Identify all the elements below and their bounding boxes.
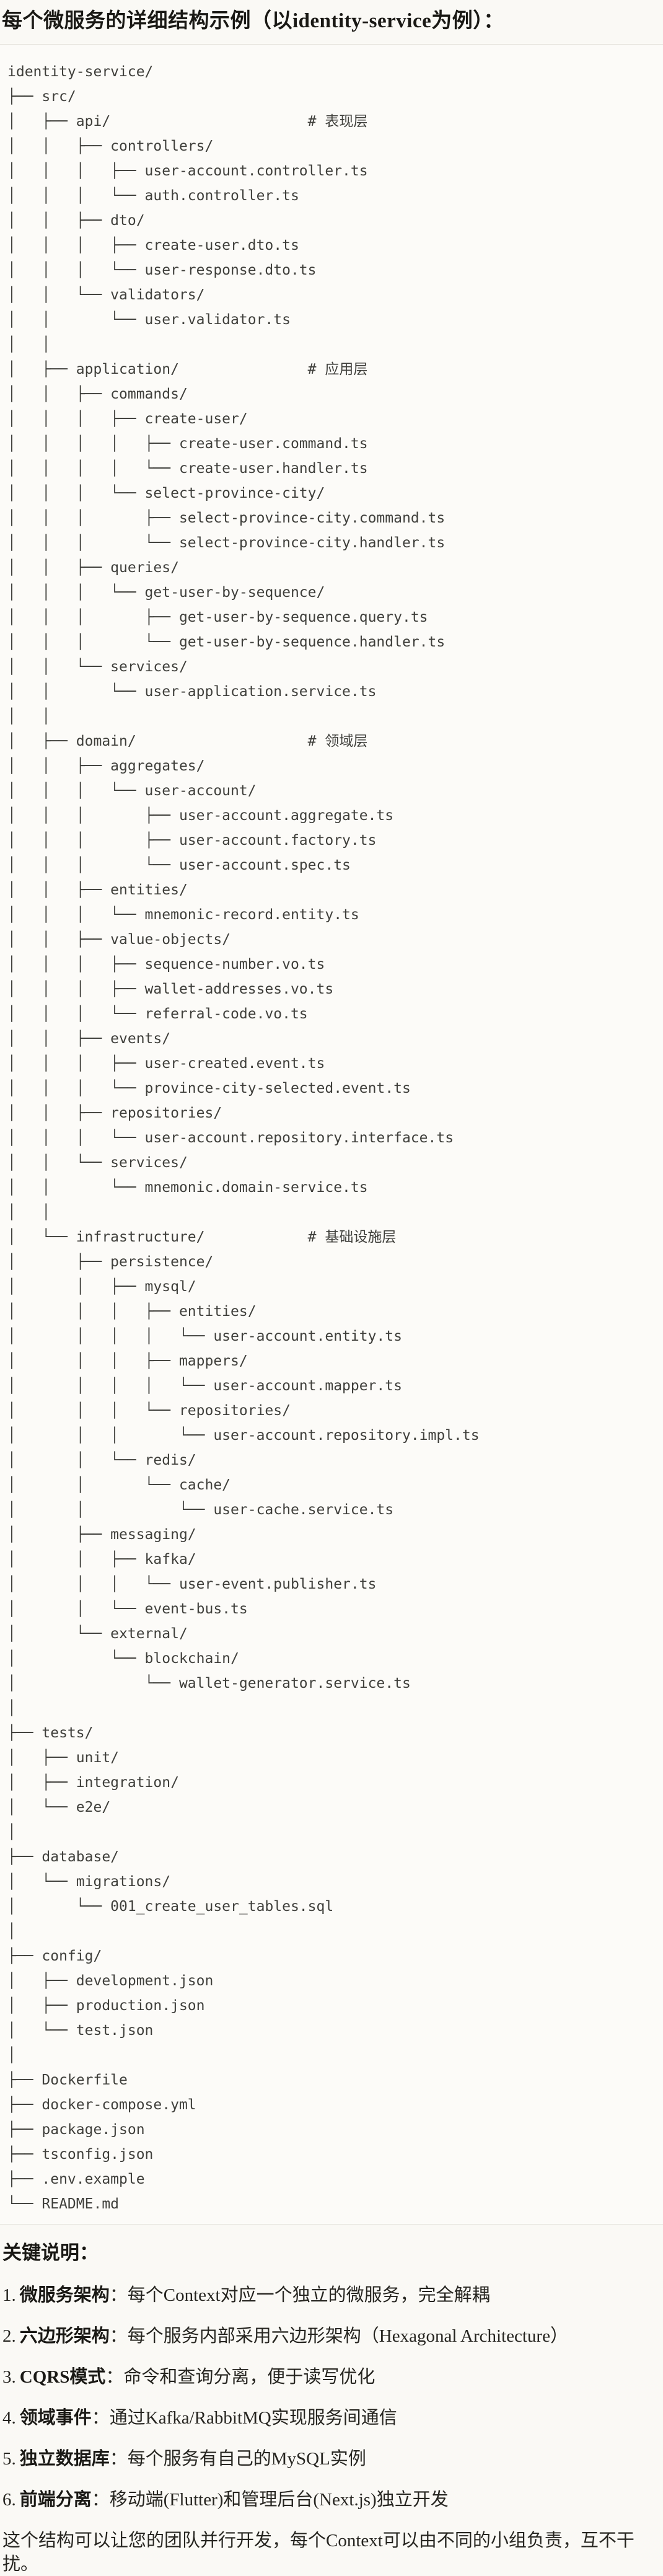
note-item: 1.微服务架构：每个Context对应一个独立的微服务，完全解耦 [2, 2285, 657, 2306]
note-item: 6.前端分离：移动端(Flutter)和管理后台(Next.js)独立开发 [2, 2490, 657, 2510]
directory-tree: identity-service/ ├── src/ │ ├── api/ # … [7, 64, 480, 2212]
note-label: 六边形架构 [19, 2326, 110, 2346]
notes-section: 关键说明： 1.微服务架构：每个Context对应一个独立的微服务，完全解耦 2… [0, 2241, 663, 2576]
note-number: 1. [2, 2285, 16, 2305]
code-block: identity-service/ ├── src/ │ ├── api/ # … [0, 44, 663, 2225]
note-label: 领域事件 [19, 2408, 92, 2428]
note-item: 2.六边形架构：每个服务内部采用六边形架构（Hexagonal Architec… [2, 2326, 657, 2347]
note-label: 前端分离 [19, 2490, 92, 2510]
note-text: ：命令和查询分离，便于读写优化 [105, 2367, 375, 2387]
note-text: ：每个服务有自己的MySQL实例 [109, 2449, 366, 2469]
page-title: 每个微服务的详细结构示例（以identity-service为例）： [2, 10, 504, 32]
note-number: 2. [2, 2326, 16, 2346]
note-text: ：每个Context对应一个独立的微服务，完全解耦 [109, 2285, 490, 2305]
document-header: 每个微服务的详细结构示例（以identity-service为例）： [0, 0, 663, 44]
note-text: ：通过Kafka/RabbitMQ实现服务间通信 [91, 2408, 397, 2428]
note-number: 5. [2, 2449, 16, 2469]
note-number: 3. [2, 2367, 16, 2387]
note-text: ：移动端(Flutter)和管理后台(Next.js)独立开发 [91, 2490, 449, 2510]
note-item: 3.CQRS模式：命令和查询分离，便于读写优化 [2, 2367, 657, 2388]
note-number: 4. [2, 2408, 16, 2428]
note-item: 4.领域事件：通过Kafka/RabbitMQ实现服务间通信 [2, 2408, 657, 2428]
note-item: 5.独立数据库：每个服务有自己的MySQL实例 [2, 2449, 657, 2469]
notes-heading: 关键说明： [2, 2242, 99, 2264]
note-label: 独立数据库 [19, 2449, 110, 2469]
note-label: CQRS模式 [19, 2367, 106, 2387]
note-text: ：每个服务内部采用六边形架构（Hexagonal Architecture） [109, 2326, 568, 2346]
note-label: 微服务架构 [19, 2285, 110, 2305]
note-number: 6. [2, 2490, 16, 2510]
closing-paragraph: 这个结构可以让您的团队并行开发，每个Context可以由不同的小组负责，互不干扰… [2, 2531, 634, 2574]
